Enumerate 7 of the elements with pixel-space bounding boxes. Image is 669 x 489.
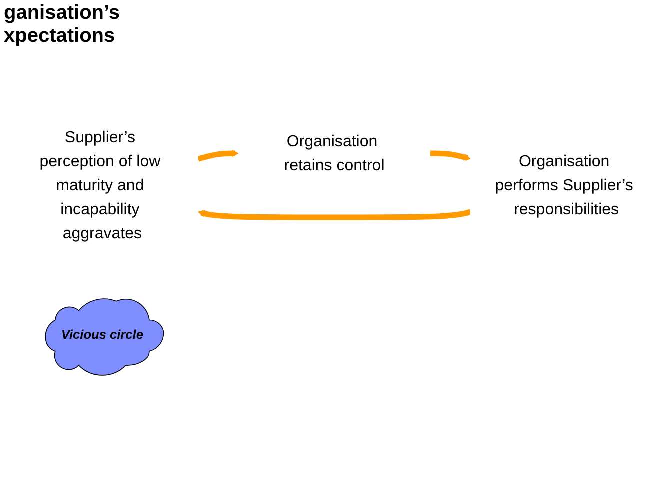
arrow [198, 150, 239, 162]
node-text: Organisation retains control [284, 132, 385, 174]
arrow [430, 150, 471, 161]
node-text: Organisation performs Supplier’s responsibilities [495, 152, 634, 218]
arrow [198, 209, 472, 220]
note-text: ganisation’s xpectations [4, 2, 121, 48]
node-text: Supplier’s perception of low maturity and incapability aggravates [40, 128, 161, 242]
